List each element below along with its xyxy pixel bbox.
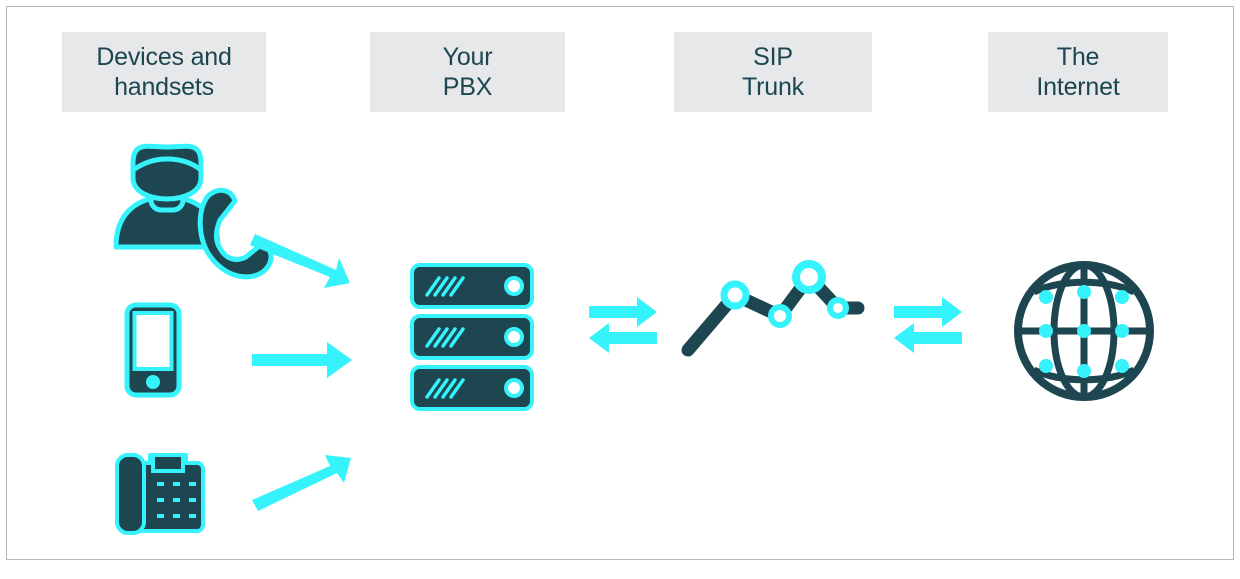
desk-phone-icon	[115, 453, 205, 535]
column-header-internet-label: The Internet	[1036, 42, 1120, 102]
network-path-icon	[681, 260, 865, 357]
smartphone-icon	[124, 302, 182, 398]
bidirectional-arrows-pbx-sip	[589, 297, 657, 353]
column-header-devices: Devices and handsets	[62, 32, 266, 112]
arrow-smartphone-to-pbx	[252, 342, 352, 378]
column-header-pbx: Your PBX	[370, 32, 565, 112]
globe-node-dots	[1039, 285, 1129, 378]
column-header-sip: SIP Trunk	[674, 32, 872, 112]
network-node	[768, 304, 792, 328]
bidirectional-arrows-sip-internet	[894, 297, 962, 353]
server-unit	[410, 263, 534, 309]
person-with-phone-icon	[113, 143, 274, 280]
arrow-person-to-pbx	[250, 234, 350, 288]
column-header-pbx-label: Your PBX	[442, 42, 493, 102]
server-unit	[410, 365, 534, 411]
network-node	[827, 297, 849, 319]
column-header-internet: The Internet	[988, 32, 1168, 112]
arrow-deskphone-to-pbx	[252, 455, 351, 511]
server-stack-icon	[410, 263, 534, 411]
column-header-sip-label: SIP Trunk	[742, 42, 804, 102]
network-node	[720, 280, 750, 310]
server-unit	[410, 314, 534, 360]
column-header-devices-label: Devices and handsets	[96, 42, 232, 102]
network-node	[792, 260, 826, 294]
globe-icon	[1014, 261, 1154, 401]
